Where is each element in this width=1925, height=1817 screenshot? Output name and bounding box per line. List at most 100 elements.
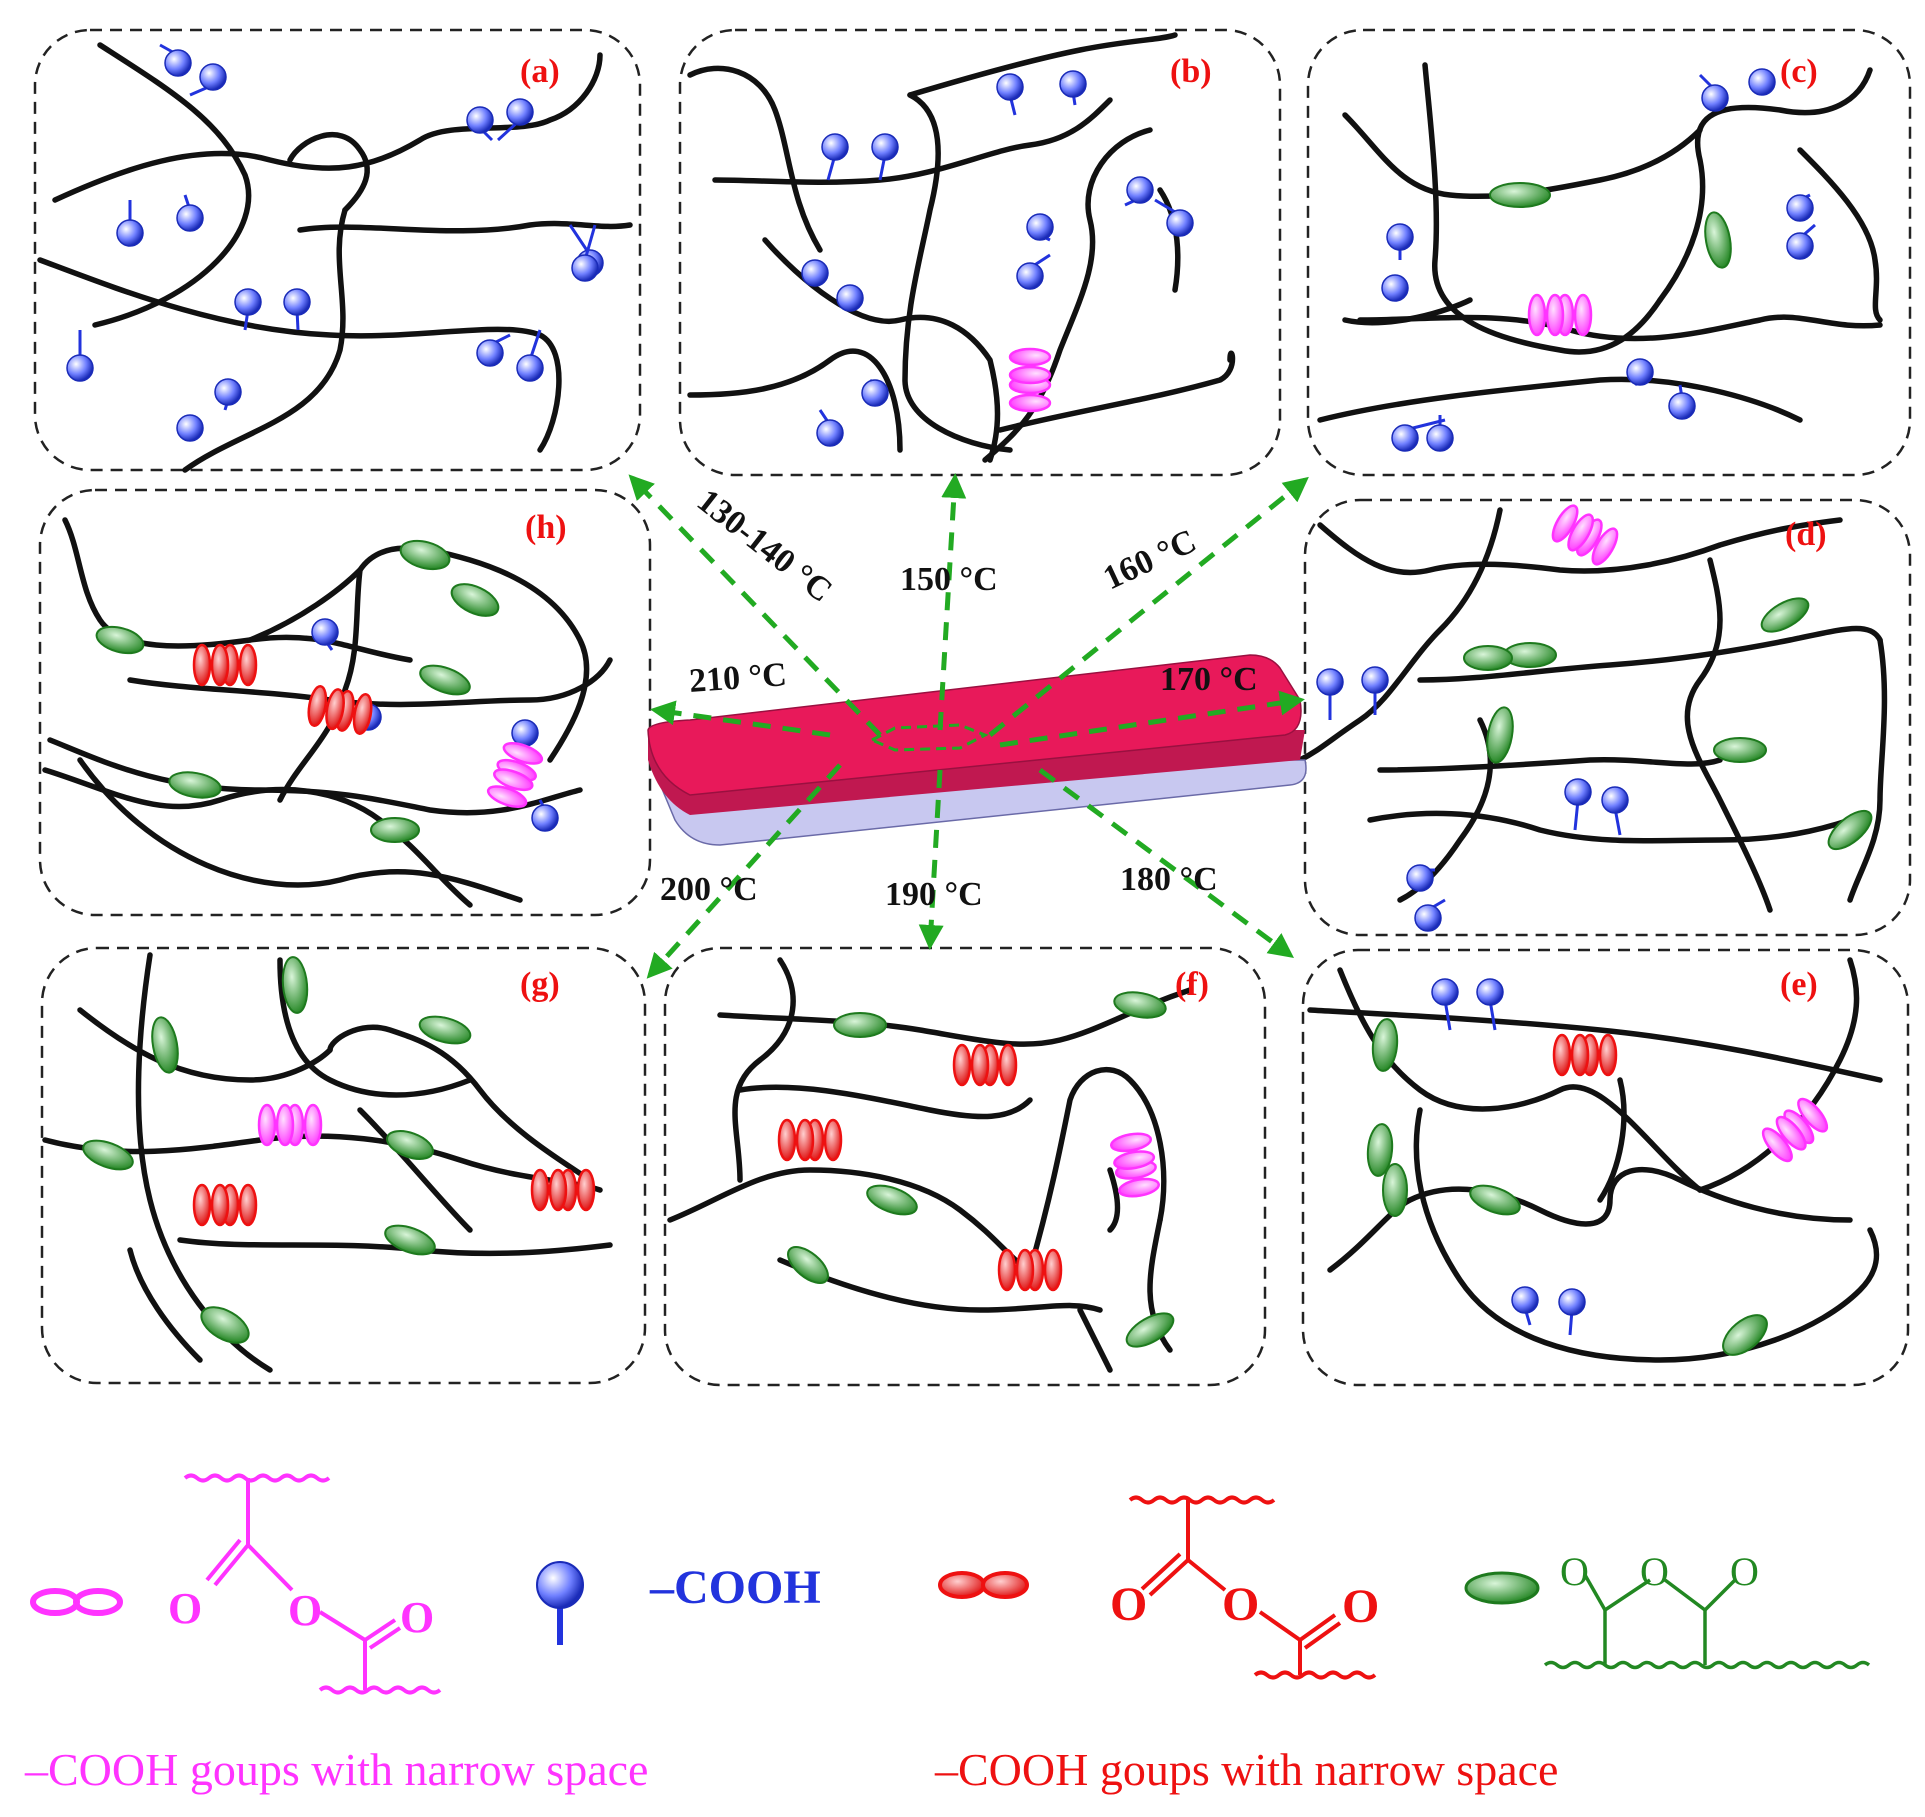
temp-label-f: 190 °C xyxy=(885,876,983,913)
cyclic-anhydride-icon xyxy=(418,1015,472,1045)
cooh-group-icon xyxy=(189,63,227,97)
cooh-group-icon xyxy=(531,799,559,832)
cooh-group-icon xyxy=(1431,978,1459,1031)
cooh-group-icon xyxy=(1386,223,1414,260)
cooh-group-icon xyxy=(283,288,311,331)
cyclic-anhydride-icon xyxy=(866,1184,918,1216)
cooh-group-icon xyxy=(861,378,889,407)
legend-cooh-label: –COOH xyxy=(649,1561,821,1614)
polymer-chain xyxy=(667,1167,1033,1273)
polymer-chain xyxy=(1107,1167,1121,1233)
polymer-chain xyxy=(1317,517,1843,576)
panel-b-frame xyxy=(678,28,1282,477)
cyclic-anhydride-icon xyxy=(1113,991,1167,1019)
cooh-group-icon xyxy=(1414,898,1446,932)
polymer-chain xyxy=(1367,810,1853,844)
cyclic-anhydride-icon xyxy=(419,664,471,696)
polymer-chain xyxy=(127,657,613,708)
polymer-chain xyxy=(712,97,1113,185)
temp-label-b: 150 °C xyxy=(900,561,998,598)
cooh-group-icon xyxy=(1626,358,1654,387)
temp-label-d: 170 °C xyxy=(1160,661,1258,698)
anhydride-narrow-space-red-icon xyxy=(192,1183,258,1227)
polymer-chain xyxy=(1027,1067,1167,1273)
anhydride-narrow-space-red-icon xyxy=(192,643,258,687)
cooh-group-icon xyxy=(176,194,204,232)
cooh-group-icon xyxy=(214,378,242,411)
polymer-chain xyxy=(1157,187,1181,293)
cyclic-anhydride-icon xyxy=(1371,1018,1399,1072)
temp-label-c: 160 °C xyxy=(1098,522,1202,597)
arrow-to-c xyxy=(988,476,1309,737)
cooh-group-icon xyxy=(1476,978,1504,1031)
panel-f-frame xyxy=(663,946,1267,1387)
cyclic-anhydride-icon xyxy=(1760,597,1810,633)
legend-cyclic-anhydride-icon xyxy=(1464,1571,1540,1605)
polymer-chain xyxy=(77,757,523,903)
cyclic-anhydride-icon xyxy=(1463,645,1513,671)
panel-g-frame xyxy=(40,946,647,1385)
panel-label-a: (a) xyxy=(520,53,560,90)
cyclic-anhydride-icon xyxy=(1722,1314,1768,1356)
cooh-group-icon xyxy=(1381,274,1409,302)
legend-pink-o-carbonyl-1: O xyxy=(168,1584,202,1633)
polymer-chain xyxy=(1307,1007,1883,1083)
panel-label-g: (g) xyxy=(520,966,560,1003)
anhydride-narrow-space-pink-icon xyxy=(1110,1132,1160,1198)
cooh-group-icon xyxy=(1406,864,1435,892)
legend-red-anhydride-icon xyxy=(938,1571,1029,1599)
arrow-to-g xyxy=(646,763,842,979)
legend-cyclic-anhydride-structure xyxy=(1543,1574,1871,1670)
polymer-chain xyxy=(902,92,1013,453)
cyclic-anhydride-icon xyxy=(787,1246,829,1284)
cooh-group-icon xyxy=(1786,223,1816,260)
cyclic-anhydride-icon xyxy=(168,771,222,799)
panel-label-f: (f) xyxy=(1175,966,1209,1003)
polymer-chain xyxy=(1797,147,1883,323)
cyclic-anhydride-icon xyxy=(1125,1312,1175,1348)
cooh-group-icon xyxy=(516,329,544,382)
polymer-chain xyxy=(1684,557,1773,913)
cyclic-anhydride-icon xyxy=(1366,1123,1394,1177)
polymer-chain xyxy=(1317,376,1803,423)
legend-red-o-carbonyl-1: O xyxy=(1110,1578,1147,1631)
cooh-group-icon xyxy=(996,73,1024,116)
cyclic-anhydride-icon xyxy=(151,1016,179,1074)
polymer-chain xyxy=(62,517,413,663)
legend-green-o-2: O xyxy=(1640,1549,1669,1594)
cyclic-anhydride-icon xyxy=(82,1139,134,1171)
cooh-group-icon xyxy=(1391,418,1446,452)
polymer-chain xyxy=(1417,625,1883,683)
polymer-chain xyxy=(717,987,1193,1047)
polymer-chain xyxy=(1847,637,1888,903)
cooh-group-icon xyxy=(1558,1288,1586,1336)
cooh-group-icon xyxy=(511,719,539,747)
cooh-group-icon xyxy=(466,106,494,142)
cyclic-anhydride-icon xyxy=(1713,737,1767,763)
legend-pink-anhydride-structure xyxy=(183,1473,442,1695)
legend-caption-pink: –COOH goups with narrow space xyxy=(24,1744,648,1795)
cooh-group-icon xyxy=(571,224,599,282)
panel-e-frame xyxy=(1301,948,1910,1387)
anhydride-narrow-space-red-icon xyxy=(952,1043,1018,1087)
panel-h-frame xyxy=(38,488,652,917)
cyclic-anhydride-icon xyxy=(370,817,420,843)
polymer-chain xyxy=(297,220,633,234)
arrow-to-e xyxy=(1038,767,1295,958)
polymer-chain xyxy=(247,545,590,763)
polymer-chain xyxy=(37,257,562,453)
polymer-chain xyxy=(327,1024,593,1183)
anhydride-narrow-space-pink-icon xyxy=(486,741,544,809)
legend-red-o-carbonyl-2: O xyxy=(1342,1580,1379,1633)
anhydride-narrow-space-red-icon xyxy=(777,1118,843,1162)
legend-green-o-1: O xyxy=(1560,1549,1589,1594)
anhydride-narrow-space-red-icon xyxy=(307,685,373,735)
legend-pink-o-carbonyl-2: O xyxy=(400,1593,434,1642)
cooh-group-icon xyxy=(234,288,262,331)
cooh-group-icon xyxy=(1154,198,1194,237)
panel-label-e: (e) xyxy=(1780,966,1818,1003)
panel-label-c: (c) xyxy=(1780,53,1818,90)
polymer-chain xyxy=(127,1247,203,1363)
polymer-chain xyxy=(1357,314,1883,342)
